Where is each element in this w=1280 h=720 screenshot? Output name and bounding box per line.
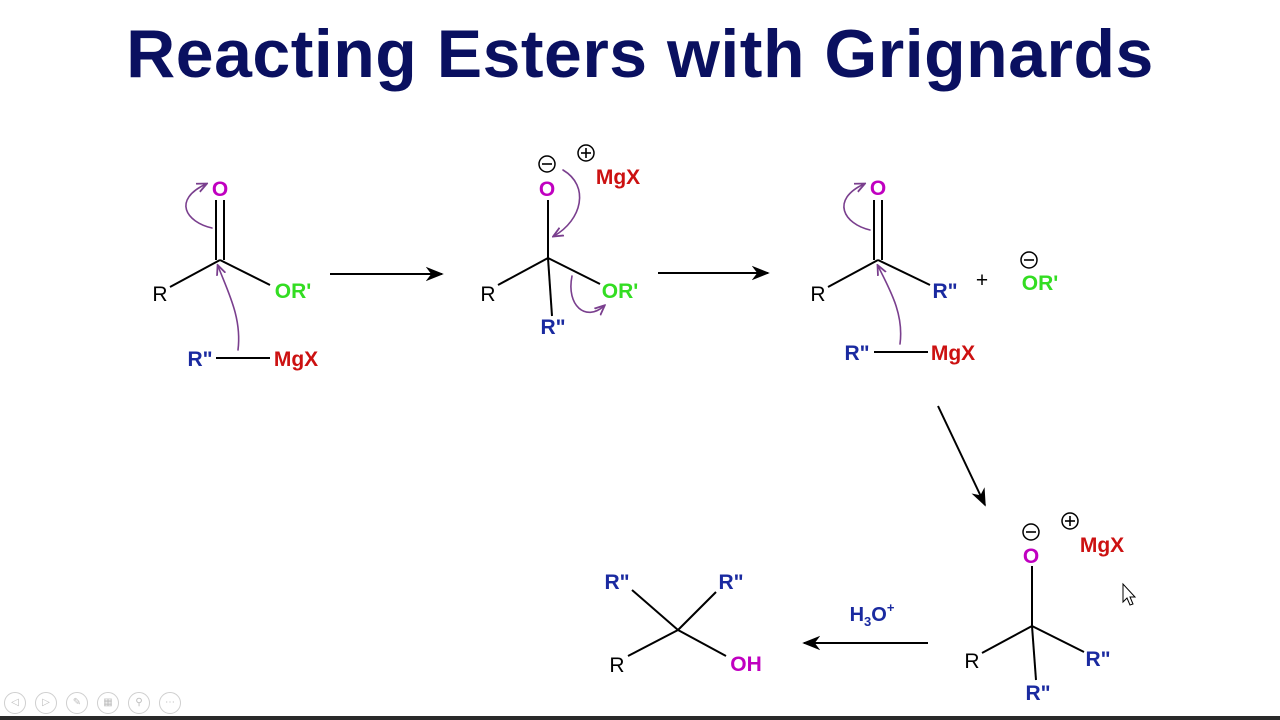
grignard-r-double-prime-label: R" (187, 348, 212, 371)
ester-r-label: R (152, 283, 167, 306)
more-options-icon[interactable]: ⋯ (159, 692, 181, 714)
alkoxide-byproduct: OR' (1020, 251, 1059, 295)
negative-charge-1 (538, 155, 556, 173)
ketone-oxygen-label: O (870, 177, 886, 200)
grignard-mgx-label: MgX (274, 348, 318, 371)
positive-charge-1 (577, 144, 595, 162)
alkoxide-r-double-prime-bottom-label: R" (1025, 682, 1050, 705)
positive-charge-3 (1061, 512, 1079, 530)
reagent-h3o-label: H3O+ (850, 600, 895, 629)
ketone-molecule: O R R" (810, 177, 957, 306)
pen-tool-icon[interactable]: ✎ (66, 692, 88, 714)
curly-arrow-carbonyl-2 (843, 184, 871, 231)
product-r-double-prime-right-label: R" (718, 571, 743, 594)
curly-arrow-attack-1 (218, 266, 240, 351)
slide-grid-icon[interactable]: ▦ (97, 692, 119, 714)
product-r-double-prime-left-label: R" (604, 571, 629, 594)
negative-charge-3 (1022, 523, 1040, 541)
grignard-reagent-2: R" MgX (844, 342, 975, 365)
intermediate-or-prime-label: OR' (602, 280, 639, 303)
grignard2-r-double-prime-label: R" (844, 342, 869, 365)
curly-arrow-leaving-group (570, 275, 604, 312)
intermediate-mgx-label: MgX (596, 166, 640, 189)
reaction-arrow-3 (937, 405, 986, 507)
alkoxide-r-label: R (964, 650, 979, 673)
alkoxide-intermediate: O R R" R" MgX (964, 512, 1124, 705)
prev-slide-icon[interactable]: ◁ (4, 692, 26, 714)
alkoxide-oxygen-label: O (1023, 545, 1039, 568)
ketone-r-label: R (810, 283, 825, 306)
curly-arrow-reform-carbonyl (554, 169, 581, 236)
ketone-r-double-prime-label: R" (932, 280, 957, 303)
product-r-label: R (609, 654, 624, 677)
slide-title: Reacting Esters with Grignards (126, 16, 1154, 92)
bottom-bar (0, 716, 1280, 720)
ester-molecule: O R OR' (152, 178, 311, 306)
ester-oxygen-label: O (212, 178, 228, 201)
ester-or-prime-label: OR' (275, 280, 312, 303)
intermediate-r-label: R (480, 283, 495, 306)
alkoxide-or-prime-label: OR' (1022, 272, 1059, 295)
curly-arrow-attack-2 (878, 266, 902, 345)
tertiary-alcohol-product: R" R" R OH (604, 571, 761, 677)
negative-charge-2 (1020, 251, 1038, 269)
zoom-icon[interactable]: ⚲ (128, 692, 150, 714)
plus-sign: + (976, 269, 988, 292)
intermediate-r-double-prime-label: R" (540, 316, 565, 339)
mouse-cursor-icon (1122, 582, 1137, 606)
presentation-controls: ◁ ▷ ✎ ▦ ⚲ ⋯ (4, 692, 181, 714)
grignard-reagent-1: R" MgX (187, 348, 318, 371)
next-slide-icon[interactable]: ▷ (35, 692, 57, 714)
alkoxide-r-double-prime-right-label: R" (1085, 648, 1110, 671)
tetrahedral-intermediate: O R OR' R" MgX (480, 144, 640, 339)
intermediate-oxygen-label: O (539, 178, 555, 201)
product-oh-label: OH (730, 653, 762, 676)
grignard2-mgx-label: MgX (931, 342, 975, 365)
alkoxide-mgx-label: MgX (1080, 534, 1124, 557)
curly-arrow-carbonyl-1 (185, 184, 213, 229)
